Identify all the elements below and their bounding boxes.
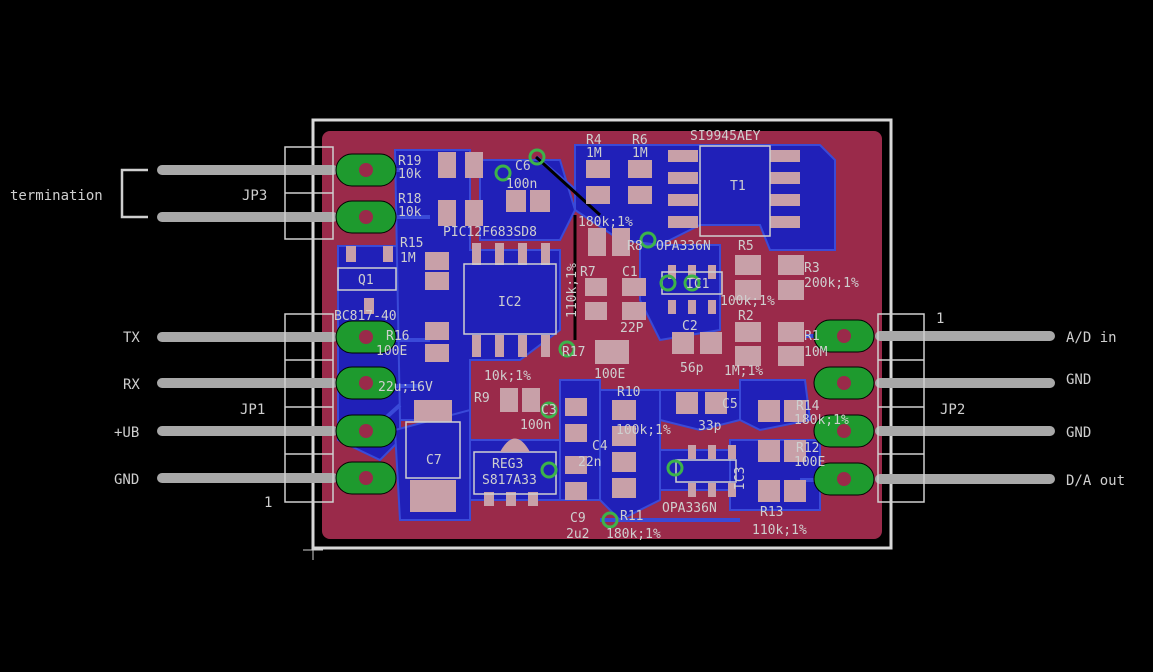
value-r6: 1M xyxy=(632,146,648,161)
label-r10: R10 xyxy=(617,385,640,400)
label-r3: R3 xyxy=(804,261,820,276)
value-r17: 100E xyxy=(594,367,625,382)
label-r5: R5 xyxy=(738,239,754,254)
value-r2b: 1M;1% xyxy=(724,364,763,379)
value-c4: 22n xyxy=(578,455,601,470)
label-r2: R2 xyxy=(738,309,754,324)
value-c1: 22P xyxy=(620,321,644,336)
through-hole-pads xyxy=(335,153,875,496)
value-r9: 10k;1% xyxy=(484,369,531,384)
value-c9: 2u2 xyxy=(566,527,589,542)
label-ic2: IC2 xyxy=(498,295,521,310)
label-r6: R6 xyxy=(632,133,648,148)
label-jp1-pin1: 1 xyxy=(264,495,272,511)
label-r18: R18 xyxy=(398,192,421,207)
label-r13: R13 xyxy=(760,505,783,520)
value-ic3: OPA336N xyxy=(662,501,717,516)
value-r2: 100k;1% xyxy=(720,294,775,309)
value-r8: 180k;1% xyxy=(578,215,633,230)
value-r19: 10k xyxy=(398,167,422,182)
value-r12: 100E xyxy=(794,455,825,470)
value-r15: 1M xyxy=(400,251,416,266)
origin-marker xyxy=(303,540,323,560)
value-r11: 180k;1% xyxy=(606,527,661,542)
label-c7: C7 xyxy=(426,453,442,468)
value-c5: 33p xyxy=(698,419,722,434)
value-r7: 110k;1% xyxy=(565,263,580,318)
value-c6: 100n xyxy=(506,177,537,192)
label-ic1: IC1 xyxy=(686,277,709,292)
label-r11: R11 xyxy=(620,509,643,524)
label-r8: R8 xyxy=(627,239,643,254)
value-r14: 180k;1% xyxy=(794,413,849,428)
label-r7: R7 xyxy=(580,265,596,280)
smd-pads xyxy=(346,150,806,512)
label-c9: C9 xyxy=(570,511,586,526)
label-c3: C3 xyxy=(541,403,557,418)
connector-jp3: JP3 xyxy=(242,188,267,204)
value-q1: BC817-40 xyxy=(334,309,397,324)
value-r16: 100E xyxy=(376,344,407,359)
value-r4: 1M xyxy=(586,146,602,161)
label-c5: C5 xyxy=(722,397,738,412)
label-da-out: D/A out xyxy=(1066,473,1125,489)
label-c2: C2 xyxy=(682,319,698,334)
value-c2: 56p xyxy=(680,361,704,376)
label-r19: R19 xyxy=(398,154,421,169)
value-reg3: S817A33 xyxy=(482,473,537,488)
label-rx: RX xyxy=(123,377,140,393)
label-r17: R17 xyxy=(562,345,585,360)
label-ad-in: A/D in xyxy=(1066,330,1117,346)
value-r1: 10M xyxy=(804,345,828,360)
label-r9: R9 xyxy=(474,391,490,406)
right-pin-leads xyxy=(875,331,1055,484)
connector-jp2: JP2 xyxy=(940,402,965,418)
label-r1: R1 xyxy=(804,329,820,344)
value-r3: 200k;1% xyxy=(804,276,859,291)
label-r12: R12 xyxy=(796,441,819,456)
label-t1: T1 xyxy=(730,179,746,194)
left-pin-leads xyxy=(157,165,338,483)
label-r15: R15 xyxy=(400,236,423,251)
label-c4: C4 xyxy=(592,439,608,454)
value-r10: 100k;1% xyxy=(616,423,671,438)
value-ic2: PIC12F683SD8 xyxy=(443,225,537,240)
value-c3: 100n xyxy=(520,418,551,433)
label-termination: termination xyxy=(10,188,103,204)
label-r16: R16 xyxy=(386,329,409,344)
connector-housings xyxy=(120,146,925,503)
label-r4: R4 xyxy=(586,133,602,148)
value-t1: SI9945AEY xyxy=(690,129,761,144)
traces-dark xyxy=(534,155,602,340)
value-r13: 110k;1% xyxy=(752,523,807,538)
value-c7: 22u;16V xyxy=(378,380,433,395)
label-ic3: IC3 xyxy=(733,467,748,490)
label-jp2-pin1: 1 xyxy=(936,311,944,327)
label-reg3: REG3 xyxy=(492,457,523,472)
component-labels: R19 10k R18 10k R15 1M Q1 BC817-40 R16 1… xyxy=(334,129,859,542)
value-ic1: OPA336N xyxy=(656,239,711,254)
connector-jp1: JP1 xyxy=(240,402,265,418)
label-q1: Q1 xyxy=(358,273,374,288)
label-c6: C6 xyxy=(515,159,531,174)
label-gnd-right-2: GND xyxy=(1066,425,1091,441)
vias xyxy=(494,148,701,529)
value-r18: 10k xyxy=(398,205,422,220)
label-c1: C1 xyxy=(622,265,638,280)
label-gnd-right-1: GND xyxy=(1066,372,1091,388)
label-r14: R14 xyxy=(796,399,820,414)
label-ub: +UB xyxy=(114,425,139,441)
label-gnd-left: GND xyxy=(114,472,139,488)
label-tx: TX xyxy=(123,330,140,346)
